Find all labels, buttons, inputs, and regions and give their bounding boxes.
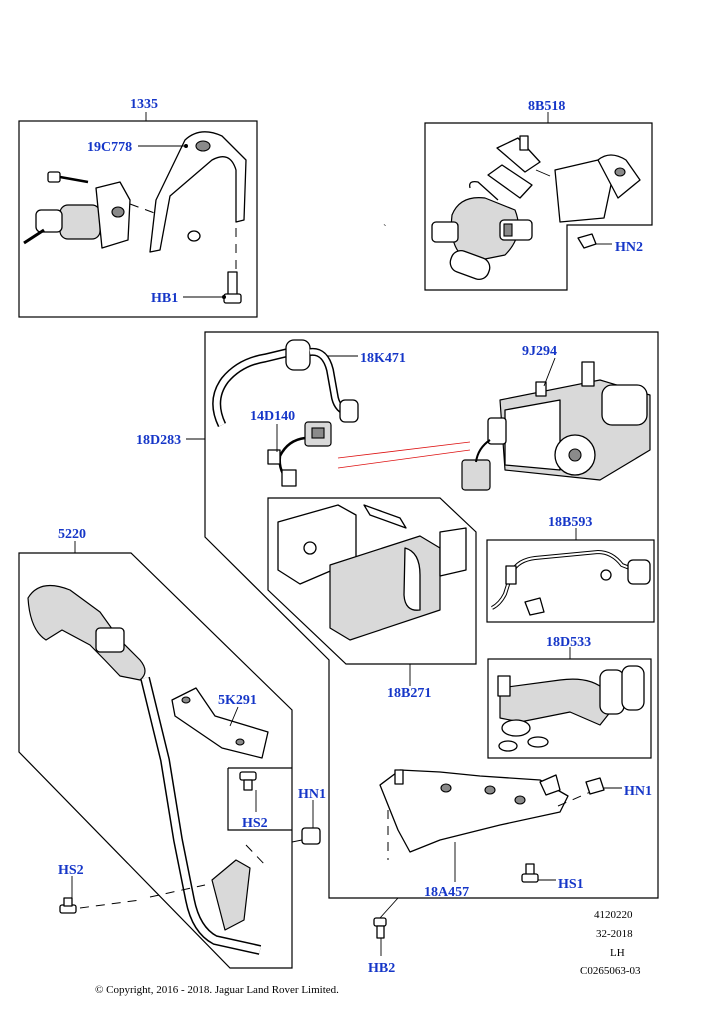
callout-HN2[interactable]: HN2 — [615, 240, 643, 255]
fuel-pipe-5220[interactable] — [27, 584, 262, 955]
callout-18A457[interactable]: 18A457 — [424, 885, 469, 900]
callout-14D140[interactable]: 14D140 — [250, 409, 295, 424]
bracket-8B518[interactable] — [554, 154, 641, 223]
valve-1335[interactable] — [23, 171, 131, 249]
callout-HB1[interactable]: HB1 — [151, 291, 178, 306]
screw-HS2-lower[interactable] — [59, 897, 77, 914]
heater-9J294[interactable] — [461, 361, 651, 491]
group-8B518-frame — [424, 122, 653, 291]
callout-1335[interactable]: 1335 — [130, 97, 158, 112]
clamp-8B518[interactable] — [487, 135, 541, 199]
pump-8B518[interactable] — [431, 180, 533, 283]
callout-HB2[interactable]: HB2 — [368, 961, 395, 976]
group-5220-frame — [18, 552, 293, 969]
group-18D283: 18D283 18K471 14D140 — [136, 331, 659, 900]
callout-HS2-upper[interactable]: HS2 — [242, 816, 268, 831]
drawing-meta: 4120220 32-2018 LH C0265063-03 — [580, 909, 641, 977]
callout-HS2-lower[interactable]: HS2 — [58, 863, 84, 878]
callout-18B593[interactable]: 18B593 — [548, 515, 592, 530]
shield-18B271[interactable] — [277, 504, 467, 641]
callout-HN1-left[interactable]: HN1 — [298, 787, 326, 802]
callout-18D283[interactable]: 18D283 — [136, 433, 181, 448]
hose-18D533[interactable] — [497, 665, 645, 752]
copyright-notice: © Copyright, 2016 - 2018. Jaguar Land Ro… — [95, 984, 339, 996]
callout-19C778[interactable]: 19C778 — [87, 140, 132, 155]
group-18B271-frame — [267, 497, 477, 665]
meta-line2: 32-2018 — [596, 928, 633, 940]
group-18B593-frame — [486, 539, 655, 623]
meta-line3: LH — [610, 947, 625, 959]
callout-5K291[interactable]: 5K291 — [218, 693, 257, 708]
pipe-18B593[interactable] — [491, 549, 651, 616]
bracket-5K291[interactable] — [171, 687, 269, 759]
group-18D533: 18D533 — [487, 635, 652, 759]
callout-18K471[interactable]: 18K471 — [360, 351, 406, 366]
callout-5220[interactable]: 5220 — [58, 527, 86, 542]
meta-line1: 4120220 — [594, 909, 633, 921]
group-8B518: 8B518 HN2 — [424, 99, 653, 291]
callout-18B271[interactable]: 18B271 — [387, 686, 431, 701]
screw-HS2-upper[interactable] — [239, 771, 257, 791]
bracket-18A457[interactable] — [379, 769, 569, 853]
group-5220: 5220 5K291 HS2 HN1 — [18, 527, 326, 969]
group-1335: 1335 19C778 HB1 — [18, 97, 258, 318]
callout-8B518[interactable]: 8B518 — [528, 99, 565, 114]
group-18D533-frame — [487, 658, 652, 759]
callout-HS1[interactable]: HS1 — [558, 877, 584, 892]
hose-18K471[interactable] — [212, 339, 359, 427]
group-1335-frame — [18, 120, 258, 318]
bolt-HB1[interactable] — [223, 271, 242, 304]
clip-HN1-right[interactable] — [585, 777, 605, 795]
callout-18D533[interactable]: 18D533 — [546, 635, 591, 650]
meta-line4: C0265063-03 — [580, 965, 641, 977]
screw-HS1[interactable] — [521, 863, 539, 883]
group-18B271: 18B271 — [267, 497, 477, 701]
group-18B593: 18B593 — [486, 515, 655, 623]
clip-HN2[interactable] — [577, 233, 597, 249]
bracket-19C778[interactable] — [149, 131, 247, 253]
clip-HN1-left[interactable] — [301, 827, 321, 845]
svg-text:`: ` — [383, 223, 387, 235]
bolt-HB2[interactable] — [373, 917, 387, 939]
callout-HN1-right[interactable]: HN1 — [624, 784, 652, 799]
callout-9J294[interactable]: 9J294 — [522, 344, 557, 359]
group-18D283-frame — [204, 331, 659, 899]
harness-14D140[interactable] — [267, 421, 332, 487]
